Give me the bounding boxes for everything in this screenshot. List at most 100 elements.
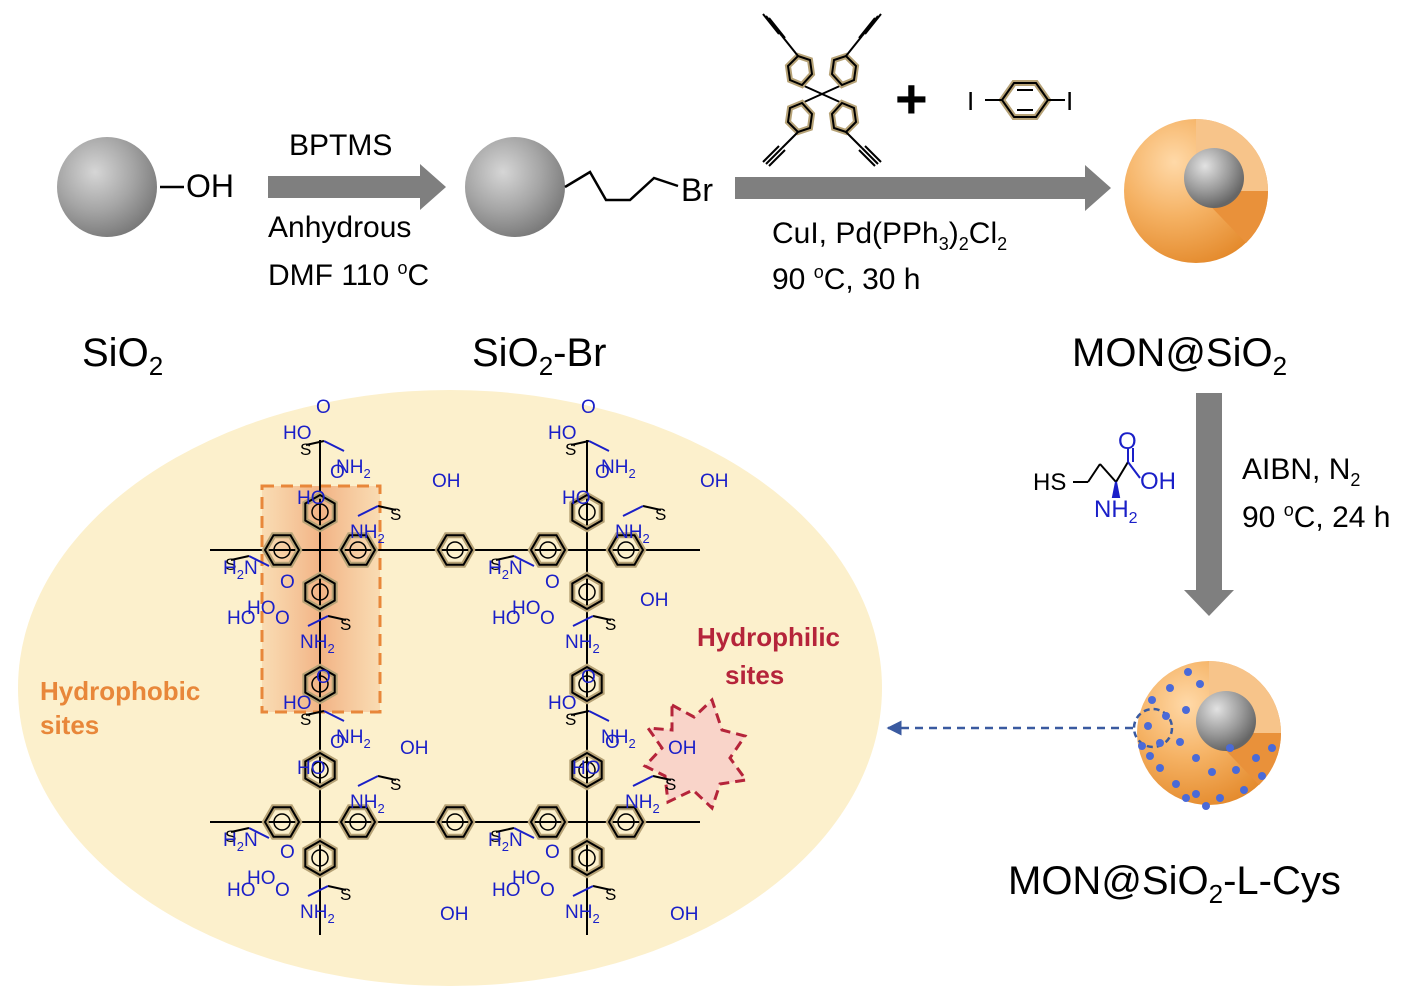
diiodo-iodine-left: I [967, 86, 975, 116]
step3-arrow [1184, 393, 1234, 616]
cys-carbonyl-o: O [1118, 428, 1137, 455]
hydroxyl-label: HO [227, 880, 256, 901]
step1-conditions: DMF 110 oC [268, 258, 430, 292]
surface-dot [1162, 712, 1170, 720]
hydroxyl-label: HO [247, 598, 276, 619]
oh-group-label: OH [186, 168, 234, 204]
amine-label: H2N [488, 830, 523, 854]
plus-sign: + [895, 67, 928, 130]
hydrophilic-label-line1: Hydrophilic [697, 622, 841, 652]
mon-sio2-lcys-particle [1132, 661, 1282, 810]
carbonyl-label: O [275, 608, 290, 629]
hydroxyl-label: OH [432, 471, 461, 492]
carbonyl-label: O [280, 572, 295, 593]
network-ellipse [18, 390, 882, 986]
s-atom: S [605, 885, 616, 904]
hydroxyl-label: OH [640, 590, 669, 611]
hydroxyl-label: HO [283, 693, 312, 714]
hydroxyl-label: HO [492, 608, 521, 629]
s-atom: S [340, 885, 351, 904]
surface-dot [1146, 752, 1154, 760]
s-atom: S [665, 775, 676, 794]
hydrophobic-label-line2: sites [40, 710, 100, 740]
mon-sio2-lcys-label: MON@SiO2-L-Cys [1008, 859, 1341, 909]
hydroxyl-label: HO [297, 488, 326, 509]
hydroxyl-label: HO [512, 598, 541, 619]
s-atom: S [390, 775, 401, 794]
hydroxyl-label: HO [283, 423, 312, 444]
s-atom: S [565, 440, 576, 459]
surface-dot [1208, 768, 1216, 776]
amine-label: NH2 [300, 632, 335, 656]
hydroxyl-label: OH [400, 738, 429, 759]
cys-hs-label: HS [1033, 469, 1067, 496]
surface-dot [1192, 790, 1200, 798]
tetraethynyl-monomer [762, 13, 882, 167]
carbonyl-label: O [545, 842, 560, 863]
surface-dot [1232, 766, 1240, 774]
carbonyl-label: O [595, 462, 610, 483]
mon-sio2-label: MON@SiO2 [1072, 331, 1288, 381]
s-atom: S [605, 615, 616, 634]
carbonyl-label: O [545, 572, 560, 593]
hydrophilic-label-line2: sites [725, 660, 785, 690]
surface-dot [1148, 696, 1156, 704]
sio2-br-label: SiO2-Br [472, 331, 607, 381]
amine-label: H2N [223, 830, 258, 854]
silica-sphere [57, 137, 157, 237]
surface-dot [1258, 772, 1266, 780]
hydroxyl-label: HO [247, 868, 276, 889]
surface-dot [1144, 722, 1152, 730]
step1-solvent: Anhydrous [268, 211, 412, 244]
s-atom: S [300, 710, 311, 729]
cys-oh-label: OH [1140, 468, 1176, 495]
surface-dot [1226, 744, 1234, 752]
silica-br-sphere [465, 137, 565, 237]
s-atom: S [490, 827, 501, 846]
step3-conditions: 90 oC, 24 h [1242, 500, 1391, 534]
hydrophilic-highlight [642, 697, 749, 811]
br-group-label: Br [681, 172, 713, 208]
s-atom: S [655, 505, 666, 524]
surface-dot [1202, 802, 1210, 810]
surface-dot [1252, 754, 1260, 762]
step2-catalyst: CuI, Pd(PPh3)2Cl2 [772, 217, 1008, 254]
hydroxyl-label: HO [562, 488, 591, 509]
propyl-chain [564, 170, 679, 202]
surface-dot [1184, 668, 1192, 676]
surface-dot [1156, 739, 1164, 747]
hydroxyl-label: HO [492, 880, 521, 901]
hydroxyl-label: HO [548, 693, 577, 714]
carbonyl-label: O [330, 462, 345, 483]
step2-conditions: 90 oC, 30 h [772, 262, 921, 296]
step3-initiator: AIBN, N2 [1242, 453, 1361, 490]
s-atom: S [340, 615, 351, 634]
sio2-label: SiO2 [82, 331, 164, 381]
hydroxyl-label: OH [440, 904, 469, 925]
surface-dot [1216, 794, 1224, 802]
s-atom: S [565, 710, 576, 729]
s-atom: S [300, 440, 311, 459]
surface-dot [1240, 786, 1248, 794]
hydroxyl-label: HO [512, 868, 541, 889]
carbonyl-label: O [581, 667, 596, 688]
hydrophobic-label-line1: Hydrophobic [40, 676, 201, 706]
hydroxyl-label: HO [572, 758, 601, 779]
hydroxyl-label: HO [227, 608, 256, 629]
mon-sio2-particle [1124, 119, 1269, 263]
s-atom: S [225, 555, 236, 574]
carbonyl-label: O [581, 397, 596, 418]
surface-dot [1192, 754, 1200, 762]
carbonyl-label: O [330, 732, 345, 753]
step1-reagent: BPTMS [289, 129, 393, 162]
s-atom: S [490, 555, 501, 574]
s-atom: S [390, 505, 401, 524]
amine-label: H2N [488, 558, 523, 582]
carbonyl-label: O [280, 842, 295, 863]
carbonyl-label: O [316, 397, 331, 418]
surface-dot [1182, 706, 1190, 714]
cys-nh2-label: NH2 [1094, 496, 1138, 527]
s-atom: S [225, 827, 236, 846]
surface-dot [1172, 780, 1180, 788]
